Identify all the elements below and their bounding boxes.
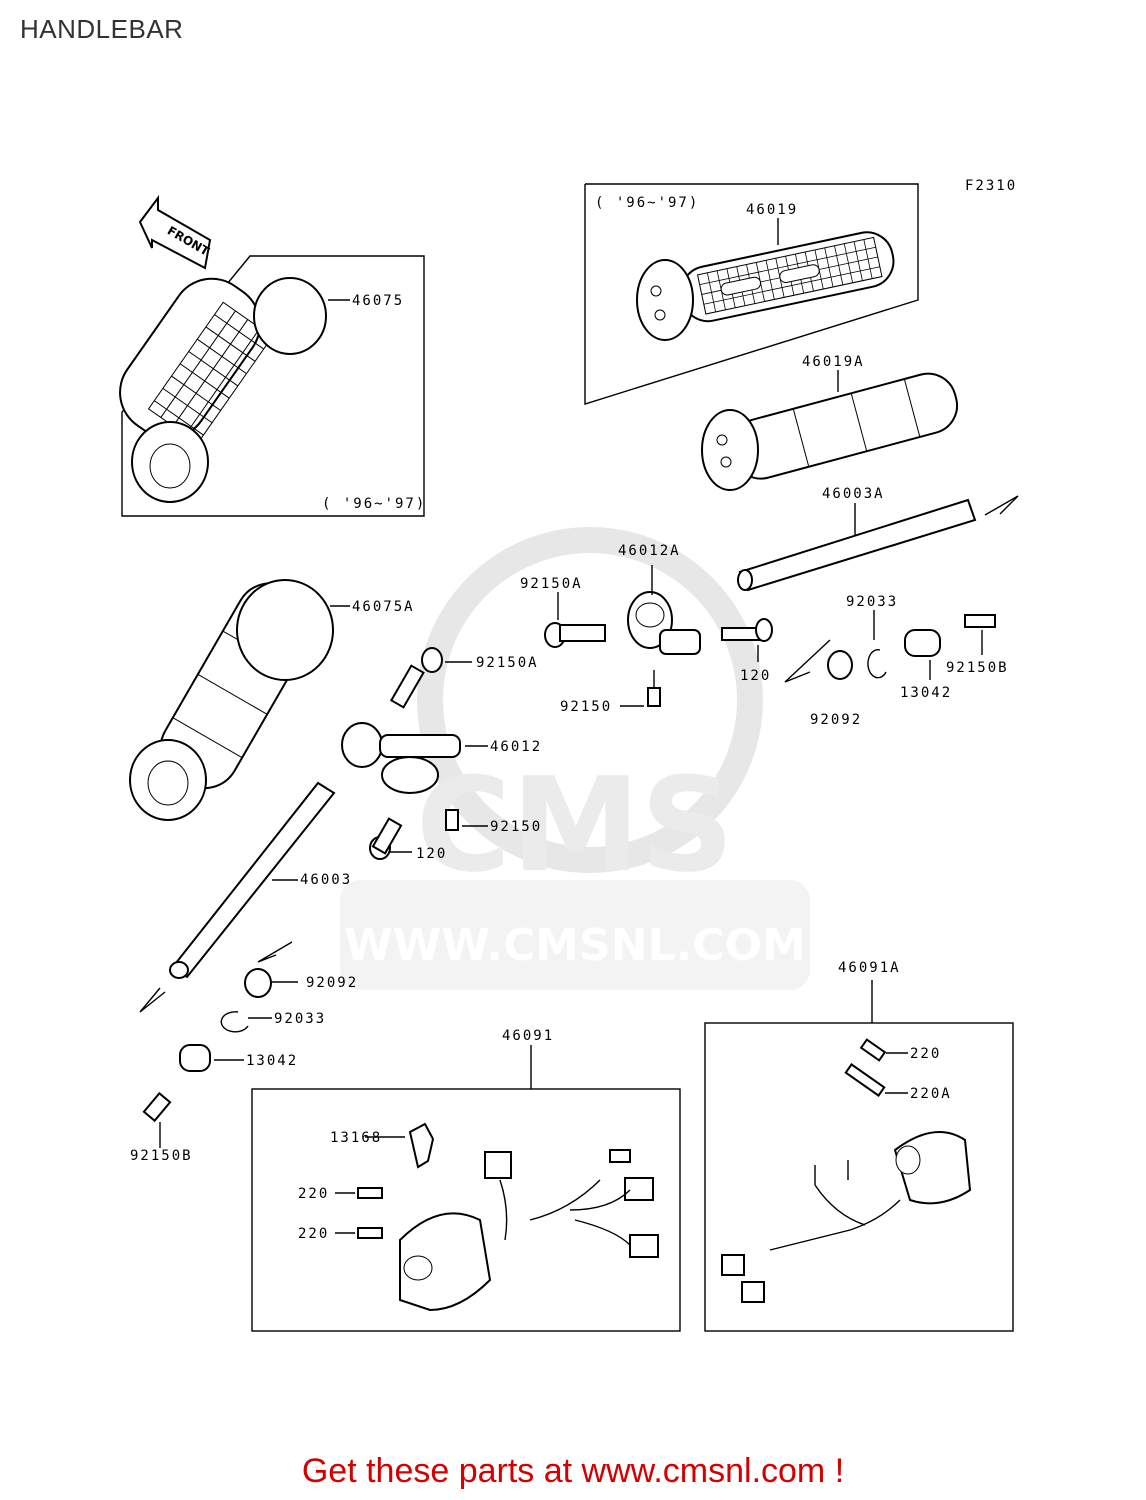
label-92092-right: 92092	[810, 712, 862, 728]
label-120-right: 120	[740, 668, 771, 684]
cms-watermark-logo: CMS WWW.CMSNL.COM	[340, 527, 810, 990]
weight-set-left	[142, 941, 298, 1148]
label-46003A: 46003A	[822, 486, 885, 502]
label-46075-year: ( '96~'97)	[322, 496, 426, 512]
bar-46003A	[737, 495, 1019, 592]
label-120-left: 120	[416, 846, 447, 862]
label-220-r: 220	[910, 1046, 941, 1062]
bolt-120-left	[369, 817, 412, 860]
grip-46075-box	[119, 255, 425, 517]
label-46091: 46091	[502, 1028, 554, 1044]
label-92092-left: 92092	[306, 975, 358, 991]
bolt-92150A-mid	[389, 647, 472, 709]
label-46012: 46012	[490, 739, 542, 755]
label-46075A: 46075A	[352, 599, 415, 615]
label-46019A: 46019A	[802, 354, 865, 370]
bolt-92150A-top	[544, 592, 606, 648]
label-46091A: 46091A	[838, 960, 901, 976]
label-46012A: 46012A	[618, 543, 681, 559]
label-92150B-left: 92150B	[130, 1148, 193, 1164]
grip-46019-box	[584, 183, 919, 405]
figure-code: F2310	[965, 178, 1017, 194]
front-arrow-icon: FRONT	[138, 195, 212, 270]
switch-46091-box	[251, 1045, 681, 1332]
label-92150A-mid: 92150A	[476, 655, 539, 671]
bolt-92150-top	[620, 670, 661, 707]
label-92033-left: 92033	[274, 1011, 326, 1027]
footer-link[interactable]: Get these parts at www.cmsnl.com !	[301, 1452, 845, 1490]
watermark-url: WWW.CMSNL.COM	[344, 920, 806, 971]
weight-set-right	[784, 610, 996, 683]
bolt-92150-mid	[445, 809, 488, 831]
clamp-46012A	[627, 565, 701, 655]
bar-46003	[139, 781, 336, 1013]
label-92150-top: 92150	[560, 699, 612, 715]
label-92150B-right: 92150B	[946, 660, 1009, 676]
label-220A: 220A	[910, 1086, 952, 1102]
page-title: HANDLEBAR	[20, 14, 184, 44]
grip-46019A	[701, 370, 959, 491]
label-92150-mid: 92150	[490, 819, 542, 835]
switch-46091A-box	[704, 980, 1014, 1332]
watermark-brand: CMS	[416, 749, 734, 901]
label-46019: 46019	[746, 202, 798, 218]
label-13042-left: 13042	[246, 1053, 298, 1069]
label-220-a: 220	[298, 1186, 329, 1202]
label-13042-right: 13042	[900, 685, 952, 701]
label-92033-right: 92033	[846, 594, 898, 610]
label-46003: 46003	[300, 872, 352, 888]
label-13168: 13168	[330, 1130, 382, 1146]
bolt-120-right	[721, 618, 773, 662]
label-46075: 46075	[352, 293, 404, 309]
clamp-46012	[341, 722, 488, 794]
label-92150A-top: 92150A	[520, 576, 583, 592]
label-46019-year: ( '96~'97)	[595, 195, 699, 211]
label-220-b: 220	[298, 1226, 329, 1242]
grip-46075A	[129, 579, 350, 821]
